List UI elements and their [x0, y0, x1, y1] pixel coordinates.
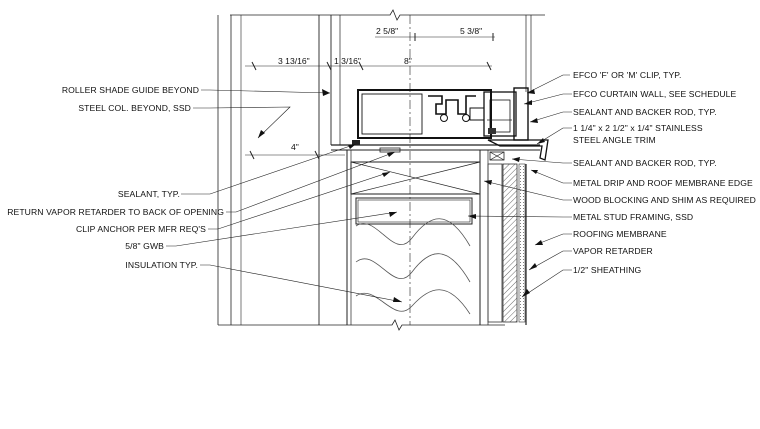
label-sealant-backer-rod-2: SEALANT AND BACKER ROD, TYP.: [573, 158, 717, 168]
label-vapor-retarder: VAPOR RETARDER: [573, 246, 653, 256]
dim-4: 4": [291, 142, 299, 152]
label-stainless-angle-2: STEEL ANGLE TRIM: [573, 135, 656, 145]
label-steel-col: STEEL COL. BEYOND, SSD: [78, 103, 191, 113]
dim-1-3-16: 1 3/16": [334, 56, 361, 66]
label-insulation: INSULATION TYP.: [125, 260, 198, 270]
leader-lines: [166, 74, 572, 303]
label-stainless-angle-1: 1 1/4" x 2 1/2" x 1/4" STAINLESS: [573, 123, 703, 133]
label-roofing-membrane: ROOFING MEMBRANE: [573, 229, 667, 239]
label-sheathing: 1/2" SHEATHING: [573, 265, 641, 275]
label-metal-drip: METAL DRIP AND ROOF MEMBRANE EDGE: [573, 178, 753, 188]
curtain-wall-frame: [357, 87, 529, 141]
dim-5-3-8: 5 3/8": [460, 26, 482, 36]
structure-lines: [217, 9, 545, 331]
label-roller-shade-guide: ROLLER SHADE GUIDE BEYOND: [62, 85, 199, 95]
dim-3-13-16: 3 13/16": [278, 56, 310, 66]
label-return-vapor-retarder: RETURN VAPOR RETARDER TO BACK OF OPENING: [7, 207, 224, 217]
lower-wall: [350, 161, 527, 325]
dimension-lines: [245, 33, 495, 160]
label-efco-clip: EFCO 'F' OR 'M' CLIP, TYP.: [573, 70, 682, 80]
left-labels: ROLLER SHADE GUIDE BEYOND STEEL COL. BEY…: [7, 85, 224, 270]
label-gwb: 5/8" GWB: [125, 241, 164, 251]
right-labels: EFCO 'F' OR 'M' CLIP, TYP. EFCO CURTAIN …: [573, 70, 756, 275]
label-sealant-backer-rod-1: SEALANT AND BACKER ROD, TYP.: [573, 107, 717, 117]
dim-8: 8": [404, 56, 412, 66]
label-metal-stud: METAL STUD FRAMING, SSD: [573, 212, 693, 222]
label-clip-anchor: CLIP ANCHOR PER MFR REQ'S: [76, 224, 206, 234]
dim-2-5-8: 2 5/8": [376, 26, 398, 36]
label-efco-curtain-wall: EFCO CURTAIN WALL, SEE SCHEDULE: [573, 89, 737, 99]
label-wood-blocking: WOOD BLOCKING AND SHIM AS REQUIRED: [573, 195, 756, 205]
dimension-texts: 2 5/8" 5 3/8" 3 13/16" 1 3/16" 8" 4": [278, 26, 482, 152]
sill-assembly: [331, 139, 549, 161]
label-sealant: SEALANT, TYP.: [118, 189, 180, 199]
leader-arrowheads: [258, 89, 545, 302]
